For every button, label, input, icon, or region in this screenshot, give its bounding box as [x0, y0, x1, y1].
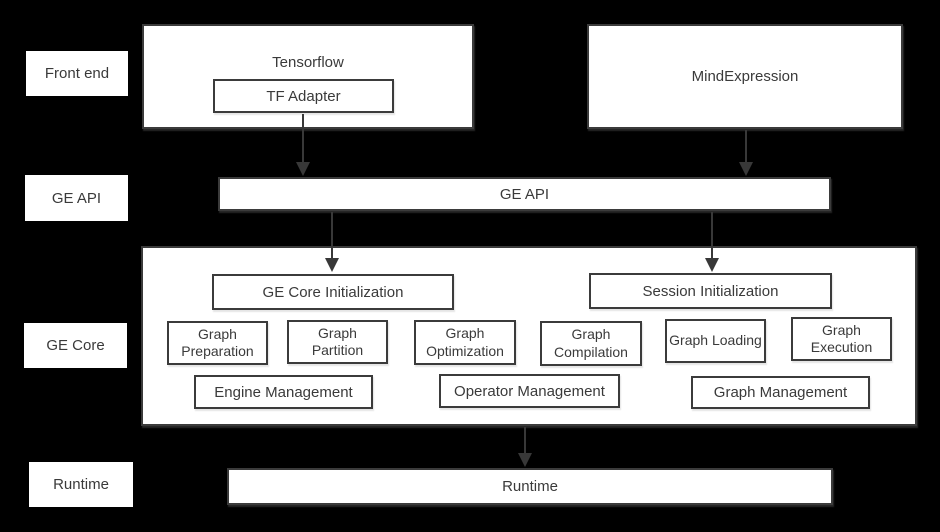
arrow-head-icon — [705, 258, 719, 272]
graph-preparation-label: Graph Preparation — [181, 325, 254, 360]
mindexpression-label: MindExpression — [691, 68, 799, 85]
graph-compilation-box: Graph Compilation — [540, 321, 642, 366]
arrow-shaft — [302, 114, 304, 162]
operator-management-label: Operator Management — [454, 382, 605, 400]
row-label-front-end-text: Front end — [44, 65, 110, 82]
row-label-ge-core: GE Core — [24, 323, 127, 368]
arrow-tf-adapter-to-ge-api — [296, 114, 310, 176]
graph-loading-label: Graph Loading — [669, 332, 762, 349]
graph-loading-box: Graph Loading — [665, 319, 766, 363]
tf-adapter-label: TF Adapter — [266, 87, 341, 105]
arrow-mindexpression-to-ge-api — [739, 130, 753, 176]
row-label-runtime: Runtime — [29, 462, 133, 507]
graph-preparation-box: Graph Preparation — [167, 321, 268, 365]
arrow-ge-api-to-ge-core-initialization — [325, 212, 339, 272]
arrow-shaft — [524, 427, 526, 453]
tensorflow-box: Tensorflow TF Adapter — [142, 24, 474, 129]
arrow-head-icon — [325, 258, 339, 272]
graph-compilation-label: Graph Compilation — [554, 326, 628, 360]
engine-management-box: Engine Management — [194, 375, 373, 409]
mindexpression-box: MindExpression — [587, 24, 903, 129]
tf-adapter-box: TF Adapter — [213, 79, 394, 113]
graph-execution-label: Graph Execution — [810, 321, 873, 356]
operator-management-box: Operator Management — [439, 374, 620, 408]
graph-partition-box: Graph Partition — [287, 320, 388, 364]
arrow-ge-core-to-runtime — [518, 427, 532, 467]
arrow-head-icon — [739, 162, 753, 176]
row-label-front-end: Front end — [26, 51, 128, 96]
ge-core-initialization-label: GE Core Initialization — [262, 283, 404, 301]
row-label-ge-api-text: GE API — [51, 189, 102, 207]
row-label-runtime-text: Runtime — [53, 476, 109, 493]
graph-management-box: Graph Management — [691, 376, 870, 409]
arrow-head-icon — [518, 453, 532, 467]
runtime-box-label: Runtime — [502, 478, 558, 495]
arrow-head-icon — [296, 162, 310, 176]
graph-execution-box: Graph Execution — [791, 317, 892, 361]
row-label-ge-core-text: GE Core — [46, 337, 105, 354]
ge-core-container: GE Core Initialization Session Initializ… — [141, 246, 917, 426]
ge-api-bar-label: GE API — [499, 185, 550, 203]
arrow-shaft — [711, 212, 713, 258]
graph-partition-label: Graph Partition — [311, 324, 364, 359]
tensorflow-label: Tensorflow — [272, 54, 344, 71]
ge-core-initialization-box: GE Core Initialization — [212, 274, 454, 310]
session-initialization-box: Session Initialization — [589, 273, 832, 309]
arrow-shaft — [745, 130, 747, 162]
session-initialization-label: Session Initialization — [642, 282, 779, 300]
arrow-shaft — [331, 212, 333, 258]
row-label-ge-api: GE API — [25, 175, 128, 221]
graph-optimization-label: Graph Optimization — [426, 325, 504, 359]
engine-management-label: Engine Management — [214, 383, 353, 401]
ge-api-bar: GE API — [218, 177, 831, 211]
arrow-ge-api-to-session-initialization — [705, 212, 719, 272]
graph-management-label: Graph Management — [713, 384, 848, 401]
graph-optimization-box: Graph Optimization — [414, 320, 516, 365]
runtime-box: Runtime — [227, 468, 833, 505]
